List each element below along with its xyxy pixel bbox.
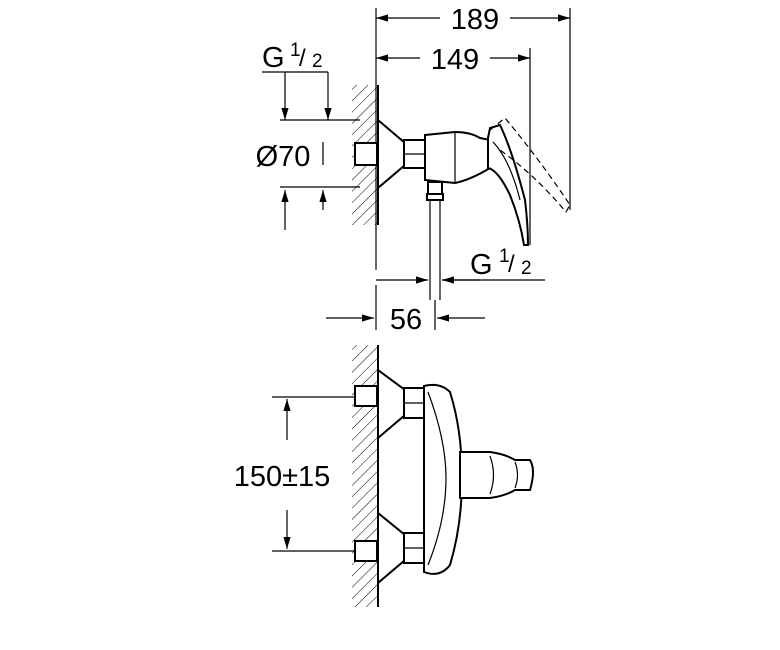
side-outlet-connector [427,181,443,195]
front-inlet-top [354,385,378,407]
dimension-56: 56 [326,285,485,336]
outlet-thread-numerator: 1 [499,246,510,267]
dim-149-label: 149 [431,44,479,76]
dimension-centers: 150±15 [234,396,354,552]
dimension-overall-depth: 189 [376,3,570,36]
dim-centers-label: 150±15 [234,461,331,493]
side-view: 189 149 G 1 / 2 Ø70 [256,3,571,336]
dim-56-label: 56 [390,304,422,336]
lever-alternate-position [489,117,571,214]
dimension-diameter: Ø70 [256,141,360,230]
front-lever-handle [459,451,534,499]
dimension-inlet-thread: G 1 / 2 [262,40,360,121]
side-escutcheon [377,117,406,191]
inlet-thread-numerator: 1 [290,40,301,61]
front-view: 150±15 [234,345,534,607]
side-mixer-body [424,130,491,185]
dim-189-label: 189 [451,4,499,36]
dim-diameter-label: Ø70 [256,141,311,173]
side-lever-handle [487,123,530,246]
dimension-spout-depth: 149 [376,43,530,76]
inlet-nipple [354,142,378,166]
front-escutcheon-bottom [377,510,406,586]
dimension-outlet-thread: G 1 / 2 [376,246,545,284]
front-escutcheon-top [377,368,406,441]
outlet-thread-g: G [470,249,493,281]
inlet-thread-slash: / [299,45,306,72]
front-wall [352,345,379,607]
front-inlet-bottom [354,540,378,562]
inlet-thread-denominator: 2 [312,51,323,72]
front-mixer-body [423,383,464,575]
outlet-thread-denominator: 2 [521,258,532,279]
inlet-thread-g: G [262,42,285,74]
outlet-thread-slash: / [508,251,515,278]
